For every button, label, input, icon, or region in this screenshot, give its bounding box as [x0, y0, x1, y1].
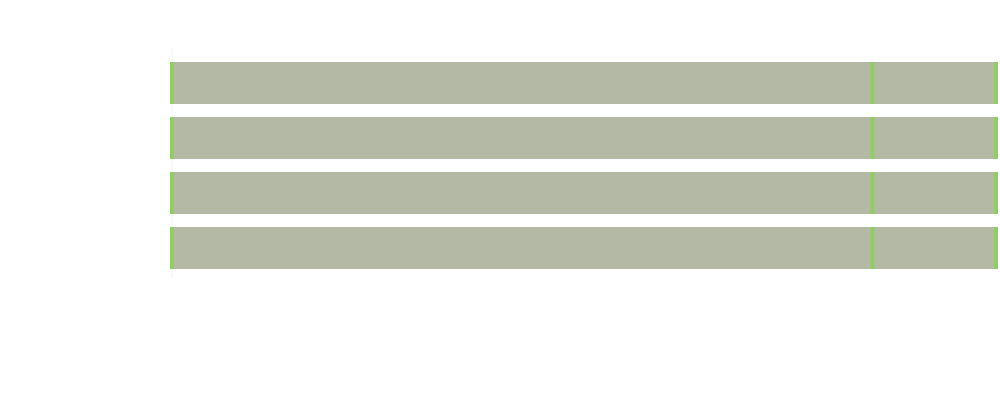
bar-segment — [872, 172, 996, 214]
bar-segment — [172, 172, 873, 214]
bar-segment — [172, 117, 873, 159]
bar-segment — [872, 227, 996, 269]
plot-area — [170, 48, 998, 278]
bar-segment — [872, 62, 996, 104]
bar-segment — [172, 62, 873, 104]
bars — [172, 62, 996, 269]
bar-segment — [172, 227, 873, 269]
segment-borders — [170, 62, 998, 269]
bar-segment — [872, 117, 996, 159]
